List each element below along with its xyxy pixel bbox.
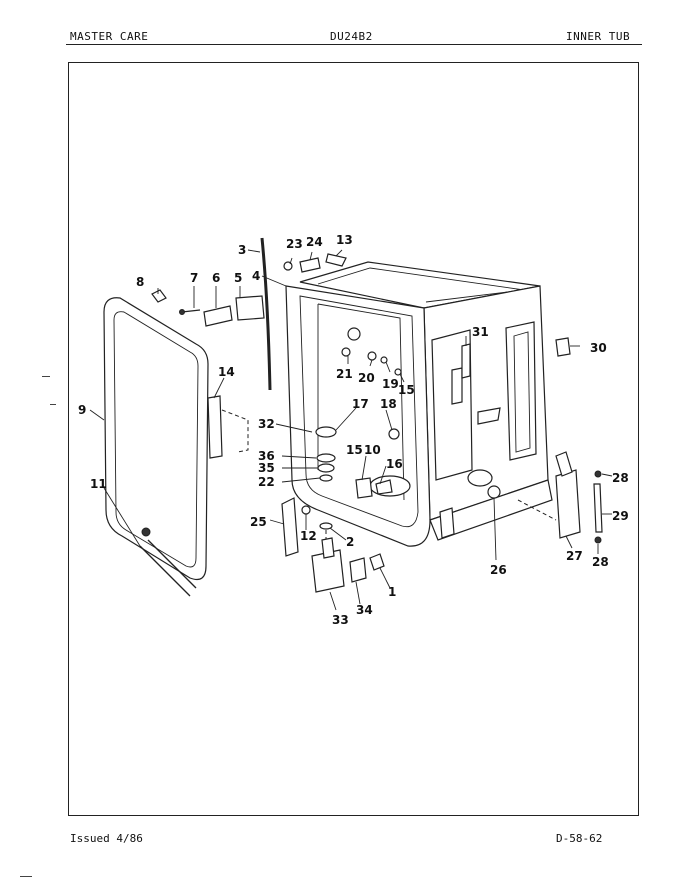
callout-23: 23 xyxy=(286,237,303,251)
callout-34: 34 xyxy=(356,603,373,617)
callout-28b: 28 xyxy=(592,555,609,569)
footer-page-code: D-58-62 xyxy=(556,832,603,845)
callout-27: 27 xyxy=(566,549,583,563)
footer-issued-date: Issued 4/86 xyxy=(70,832,143,845)
callout-16: 16 xyxy=(386,457,403,471)
callout-11: 11 xyxy=(90,477,107,491)
hardware-parts xyxy=(151,253,603,593)
callout-6: 6 xyxy=(212,271,220,285)
header-model-number: DU24B2 xyxy=(330,30,373,43)
callout-29: 29 xyxy=(612,509,629,523)
callout-14: 14 xyxy=(218,365,235,379)
margin-mark xyxy=(20,876,32,877)
diagram-frame xyxy=(68,62,639,816)
header-section-title: INNER TUB xyxy=(566,30,631,43)
callout-28: 28 xyxy=(612,471,629,485)
header-brand: MASTER CARE xyxy=(70,30,149,43)
callout-3: 3 xyxy=(238,243,246,257)
callout-22: 22 xyxy=(258,475,275,489)
leader-lines xyxy=(89,249,613,611)
callout-21: 21 xyxy=(336,367,353,381)
callout-10: 10 xyxy=(364,443,381,457)
header-rule xyxy=(66,44,642,45)
callout-15: 15 xyxy=(346,443,363,457)
tube-part xyxy=(260,237,272,391)
callout-36: 36 xyxy=(258,449,275,463)
door-gasket-frame xyxy=(103,297,209,597)
margin-mark xyxy=(50,404,56,405)
callout-24: 24 xyxy=(306,235,323,249)
margin-mark xyxy=(42,376,50,377)
callout-32: 32 xyxy=(258,417,275,431)
callout-19: 19 xyxy=(382,377,399,391)
callout-35: 35 xyxy=(258,461,275,475)
callout-8: 8 xyxy=(136,275,144,289)
callout-12: 12 xyxy=(300,529,317,543)
inner-tub xyxy=(285,261,553,547)
callout-26: 26 xyxy=(490,563,507,577)
callout-17: 17 xyxy=(352,397,369,411)
callout-25: 25 xyxy=(250,515,267,529)
callout-7: 7 xyxy=(190,271,198,285)
callout-13: 13 xyxy=(336,233,353,247)
callout-15b: 15 xyxy=(398,383,415,397)
callout-30: 30 xyxy=(590,341,607,355)
callout-20: 20 xyxy=(358,371,375,385)
callout-labels: 1 2 3 4 5 6 7 8 9 10 11 12 13 14 15 15 1… xyxy=(78,233,629,627)
callout-33: 33 xyxy=(332,613,349,627)
callout-5: 5 xyxy=(234,271,242,285)
callout-4: 4 xyxy=(252,269,260,283)
callout-31: 31 xyxy=(472,325,489,339)
callout-1: 1 xyxy=(388,585,396,599)
callout-18: 18 xyxy=(380,397,397,411)
callout-2: 2 xyxy=(346,535,354,549)
callout-9: 9 xyxy=(78,403,86,417)
